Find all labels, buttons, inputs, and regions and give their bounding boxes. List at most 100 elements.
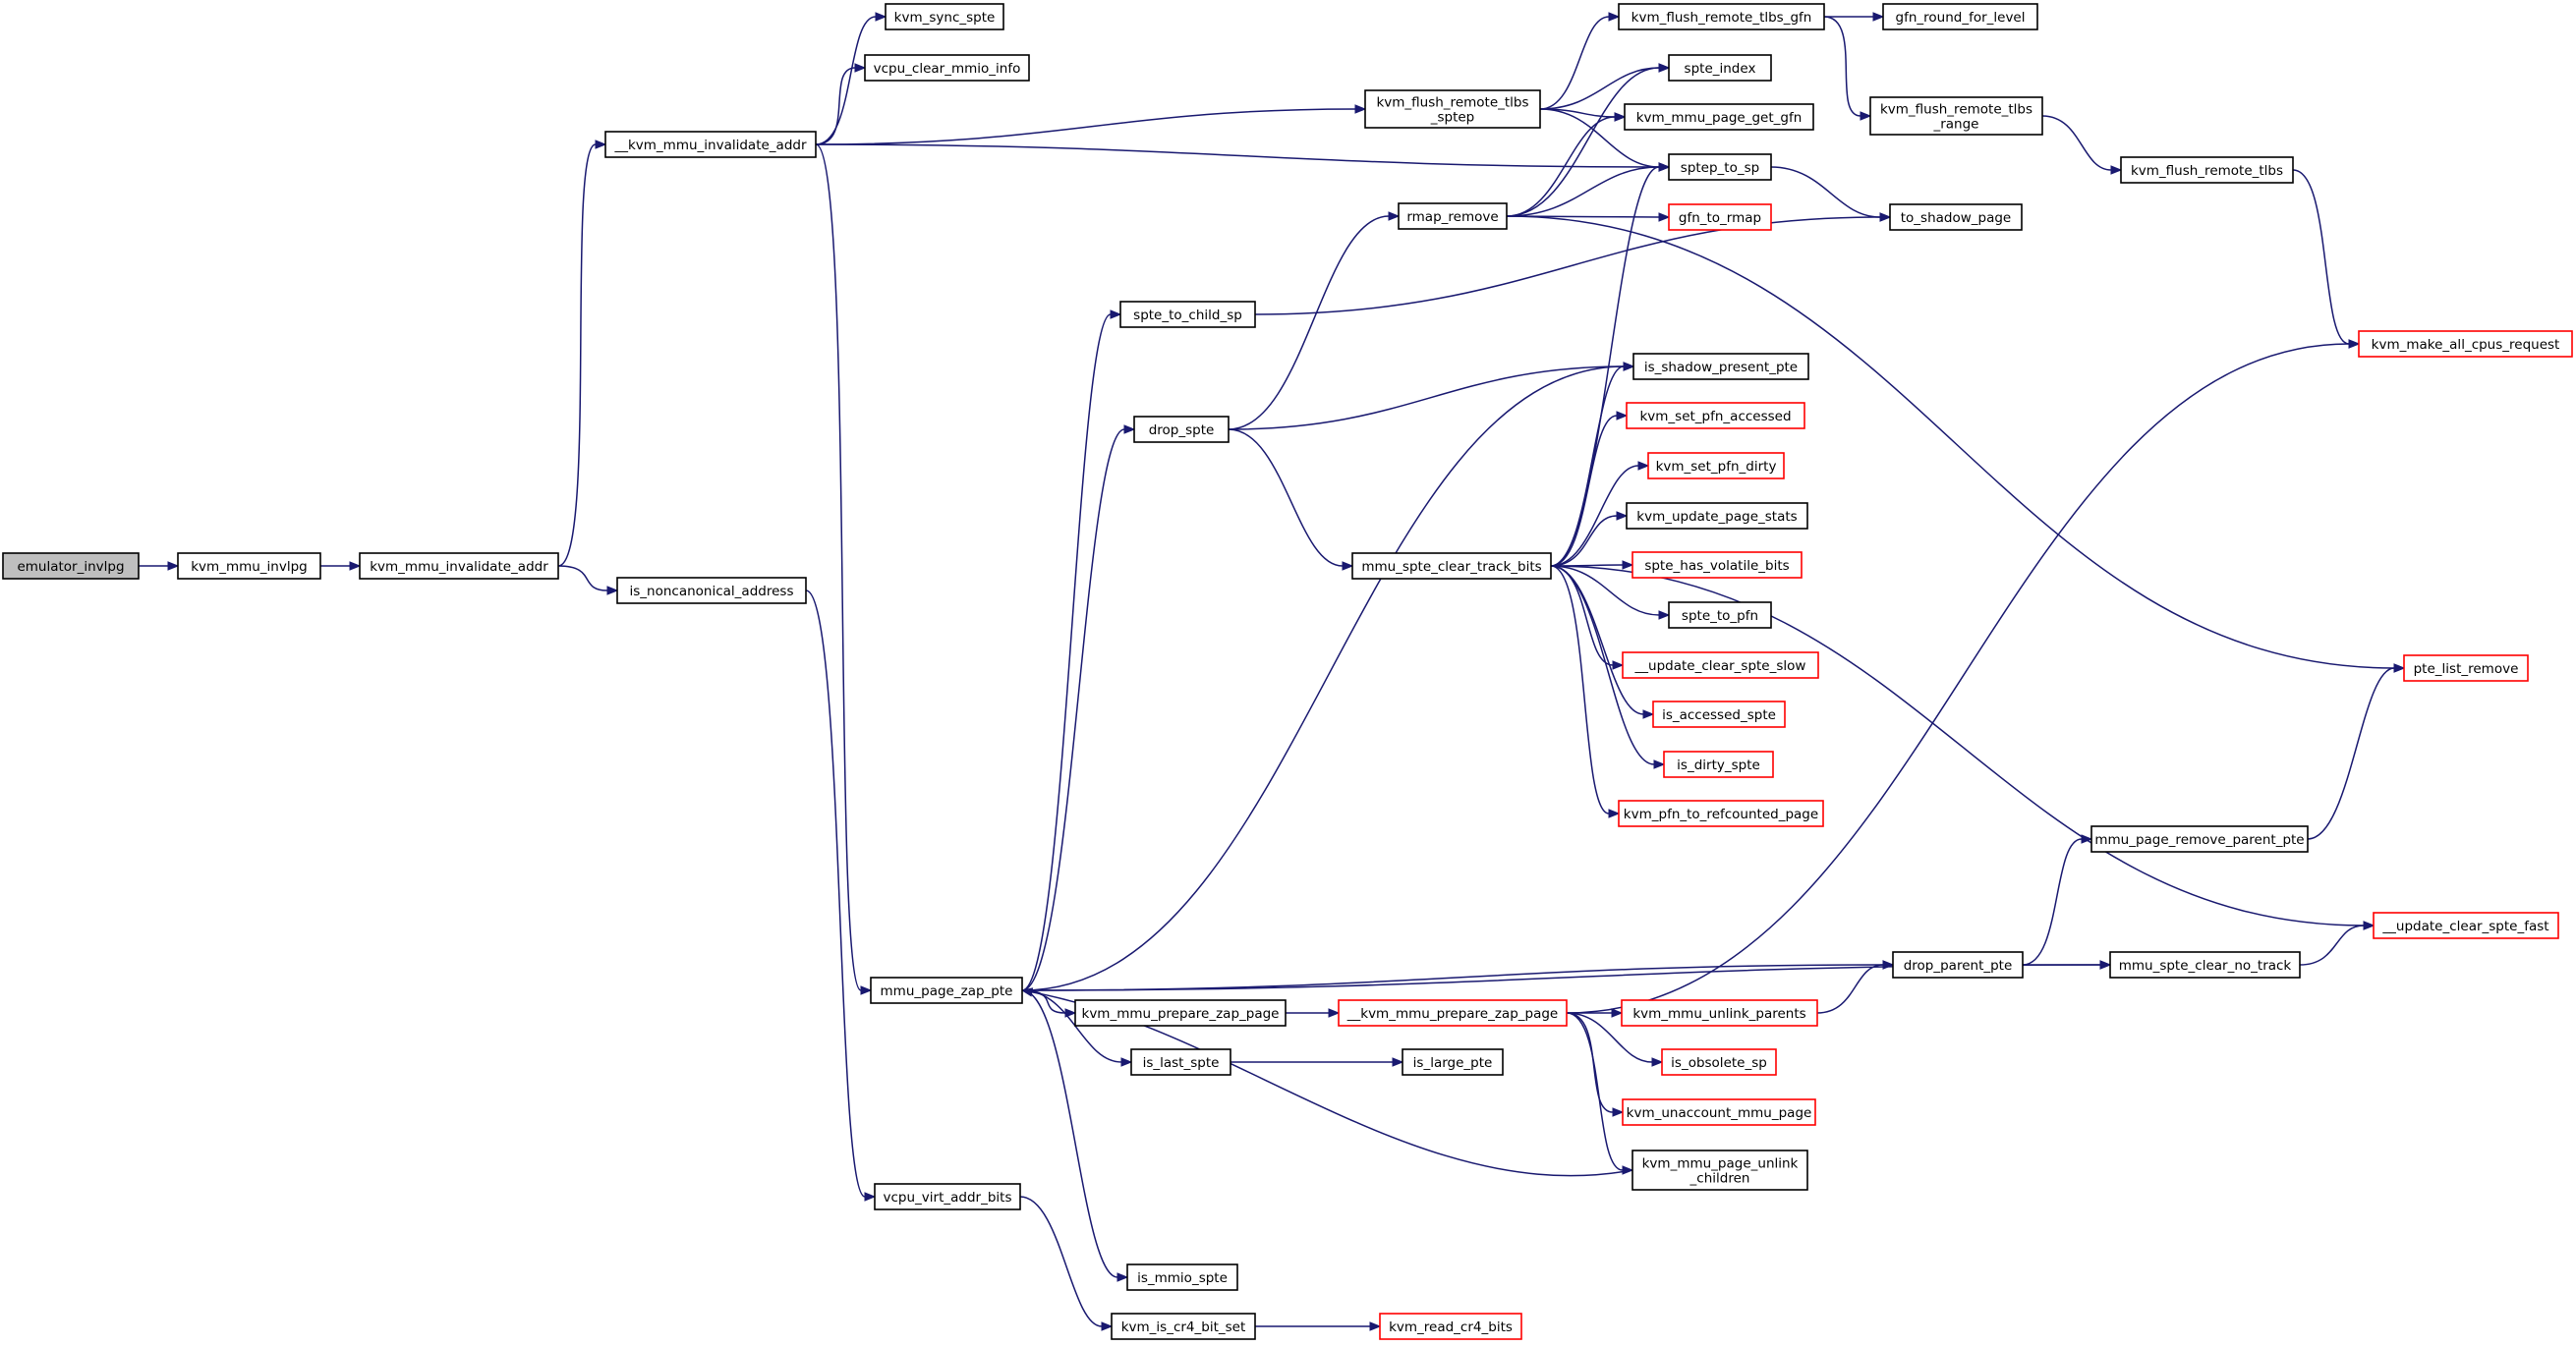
node-vcpu-virt-addr-bits[interactable]: vcpu_virt_addr_bits (874, 1183, 1021, 1210)
edge-line (2022, 838, 2083, 966)
node-label: gfn_to_rmap (1679, 210, 1761, 226)
edge-kvm_mmu_invalidate_addr-to-is_noncanonical_address (557, 565, 619, 595)
node-is-noncanonical-address[interactable]: is_noncanonical_address (616, 577, 807, 604)
node-label: is_dirty_spte (1677, 758, 1760, 773)
node-box (1338, 999, 1568, 1027)
node-to-shadow-page[interactable]: to_shadow_page (1889, 203, 2023, 231)
node-kvm-mmu-page-unlink-children[interactable]: kvm_mmu_page_unlink_children (1631, 1150, 1808, 1191)
node-kvm-mmu-prepare-zap-page[interactable]: __kvm_mmu_prepare_zap_page (1338, 999, 1568, 1027)
node-vcpu-clear-mmio-info[interactable]: vcpu_clear_mmio_info (864, 54, 1030, 82)
node-emulator-invlpg[interactable]: emulator_invlpg (2, 552, 140, 580)
node-kvm-make-all-cpus-request[interactable]: kvm_make_all_cpus_request (2358, 330, 2573, 358)
node-kvm-flush-remote-tlbs-sptep[interactable]: kvm_flush_remote_tlbs_sptep (1364, 89, 1541, 129)
edge-drop_spte-to-mmu_spte_clear_track_bits (1228, 428, 1354, 571)
node-layer: emulator_invlpg kvm_mmu_invlpg kvm_mmu_inv… (2, 3, 2573, 1340)
edge-arrowhead (1612, 660, 1625, 670)
edge-layer (139, 12, 2406, 1331)
edge-mmu_spte_clear_track_bits-to-kvm_pfn_to_refcounted_page (1550, 565, 1621, 818)
node-box (1631, 551, 1803, 579)
node-spte-to-pfn[interactable]: spte_to_pfn (1668, 601, 1772, 629)
node-kvm-set-pfn-dirty[interactable]: kvm_set_pfn_dirty (1647, 452, 1785, 479)
node-kvm-mmu-invlpg[interactable]: kvm_mmu_invlpg (177, 552, 321, 580)
node-drop-spte[interactable]: drop_spte (1133, 416, 1230, 443)
node-kvm-set-pfn-accessed[interactable]: kvm_set_pfn_accessed (1626, 402, 1805, 429)
node-mmu-spte-clear-no-track[interactable]: mmu_spte_clear_no_track (2109, 951, 2301, 979)
node-box (1652, 701, 1786, 728)
node-is-accessed-spte[interactable]: is_accessed_spte (1652, 701, 1786, 728)
edge-arrowhead (1860, 111, 1872, 121)
node-is-obsolete-sp[interactable]: is_obsolete_sp (1661, 1048, 1777, 1076)
node-kvm-mmu-prepare-zap-page[interactable]: kvm_mmu_prepare_zap_page (1074, 999, 1287, 1027)
node-kvm-is-cr4-bit-set[interactable]: kvm_is_cr4_bit_set (1111, 1313, 1256, 1340)
edge-arrowhead (1611, 1008, 1624, 1018)
node-update-clear-spte-fast[interactable]: __update_clear_spte_fast (2373, 912, 2559, 939)
node-spte-index[interactable]: spte_index (1668, 54, 1772, 82)
node-label: pte_list_remove (2414, 661, 2519, 677)
node-kvm-mmu-unlink-parents[interactable]: kvm_mmu_unlink_parents (1621, 999, 1818, 1027)
node-is-shadow-present-pte[interactable]: is_shadow_present_pte (1632, 353, 1809, 380)
node-update-clear-spte-slow[interactable]: __update_clear_spte_slow (1622, 651, 1819, 679)
node-kvm-flush-remote-tlbs[interactable]: kvm_flush_remote_tlbs (2120, 156, 2294, 184)
node-box (1622, 651, 1819, 679)
node-box (604, 131, 817, 158)
edge-arrowhead (167, 561, 180, 571)
edge-arrowhead (1388, 211, 1401, 221)
edge-line (1566, 343, 2350, 1014)
node-kvm-flush-remote-tlbs-range[interactable]: kvm_flush_remote_tlbs_range (1869, 96, 2043, 136)
node-label: rmap_remove (1406, 209, 1498, 225)
node-is-mmio-spte[interactable]: is_mmio_spte (1126, 1263, 1238, 1291)
edge-arrowhead (2099, 960, 2112, 970)
node-is-last-spte[interactable]: is_last_spte (1130, 1048, 1231, 1076)
node-mmu-spte-clear-track-bits[interactable]: mmu_spte_clear_track_bits (1351, 552, 1552, 580)
node-gfn-round-for-level[interactable]: gfn_round_for_level (1882, 3, 2038, 30)
edge-arrowhead (1653, 759, 1666, 769)
edge-arrowhead (1658, 212, 1671, 222)
edge-arrowhead (1020, 987, 1034, 997)
node-box (1402, 1048, 1504, 1076)
node-kvm-update-page-stats[interactable]: kvm_update_page_stats (1626, 502, 1808, 530)
edge-arrowhead (860, 985, 873, 995)
node-label: _range (1932, 117, 1978, 133)
node-kvm-mmu-invalidate-addr[interactable]: __kvm_mmu_invalidate_addr (604, 131, 817, 158)
node-spte-has-volatile-bits[interactable]: spte_has_volatile_bits (1631, 551, 1803, 579)
node-rmap-remove[interactable]: rmap_remove (1398, 202, 1508, 230)
edge-mmu_spte_clear_track_bits-to-is_dirty_spte (1550, 565, 1666, 769)
node-box (1119, 301, 1256, 328)
node-kvm-read-cr4-bits[interactable]: kvm_read_cr4_bits (1379, 1313, 1522, 1340)
edge-spte_to_child_sp-to-to_shadow_page (1254, 212, 1892, 315)
edge-line (805, 589, 866, 1198)
node-mmu-page-zap-pte[interactable]: mmu_page_zap_pte (870, 977, 1023, 1004)
node-label: spte_index (1685, 61, 1756, 77)
edge-line (1506, 116, 1616, 217)
node-sptep-to-sp[interactable]: sptep_to_sp (1668, 153, 1772, 181)
edge-line (1550, 515, 1618, 567)
node-kvm-mmu-invalidate-addr[interactable]: kvm_mmu_invalidate_addr (359, 552, 559, 580)
node-kvm-sync-spte[interactable]: kvm_sync_spte (885, 3, 1004, 30)
node-mmu-page-remove-parent-pte[interactable]: mmu_page_remove_parent_pte (2090, 825, 2309, 853)
node-kvm-unaccount-mmu-page[interactable]: kvm_unaccount_mmu_page (1622, 1098, 1816, 1126)
edge-line (1550, 365, 1625, 567)
node-drop-parent-pte[interactable]: drop_parent_pte (1892, 951, 2024, 979)
edge-arrowhead (2348, 339, 2361, 349)
node-label: is_mmio_spte (1137, 1270, 1228, 1286)
node-kvm-mmu-page-get-gfn[interactable]: kvm_mmu_page_get_gfn (1624, 103, 1814, 131)
edge-__kvm_mmu_prepare_zap_page-to-is_obsolete_sp (1566, 1012, 1664, 1067)
node-label: _sptep (1430, 110, 1475, 126)
edge-arrowhead (1616, 511, 1629, 521)
node-box (864, 54, 1030, 82)
node-box (1632, 353, 1809, 380)
edge-mmu_page_remove_parent_pte-to-pte_list_remove (2307, 663, 2406, 840)
node-pte-list-remove[interactable]: pte_list_remove (2403, 654, 2529, 682)
edge-line (1550, 565, 1660, 616)
node-gfn-to-rmap[interactable]: gfn_to_rmap (1668, 203, 1772, 231)
node-box (1621, 999, 1818, 1027)
edge-__kvm_mmu_invalidate_addr-to-kvm_sync_spte (815, 12, 887, 145)
edge-__kvm_mmu_invalidate_addr-to-mmu_page_zap_pte (815, 143, 873, 995)
edge-line (2041, 115, 2112, 171)
node-is-large-pte[interactable]: is_large_pte (1402, 1048, 1504, 1076)
node-is-dirty-spte[interactable]: is_dirty_spte (1663, 751, 1774, 778)
node-kvm-flush-remote-tlbs-gfn[interactable]: kvm_flush_remote_tlbs_gfn (1618, 3, 1825, 30)
edge-line (1019, 1196, 1103, 1327)
node-spte-to-child-sp[interactable]: spte_to_child_sp (1119, 301, 1256, 328)
node-kvm-pfn-to-refcounted-page[interactable]: kvm_pfn_to_refcounted_page (1618, 800, 1824, 827)
